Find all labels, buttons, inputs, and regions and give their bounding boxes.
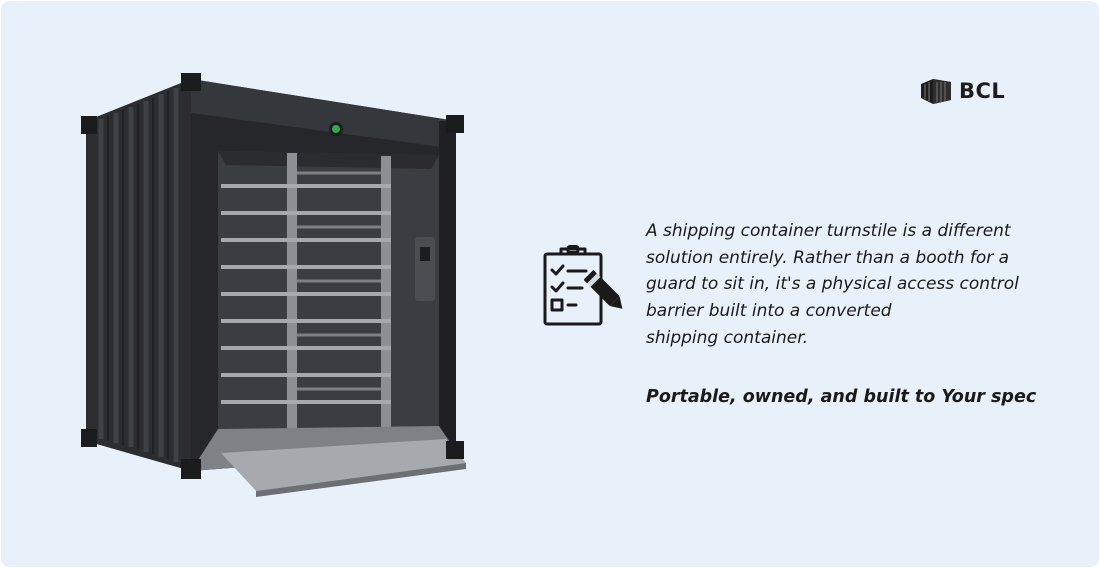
description: A shipping container turnstile is a diff… — [646, 218, 1046, 352]
clipboard-checklist-icon — [543, 245, 623, 326]
tagline: Portable, owned, and built to Your spec — [646, 387, 1037, 407]
container-turnstile-image — [81, 73, 466, 497]
shipping-container-icon — [921, 79, 951, 104]
description-line: guard to sit in, it's a physical access … — [646, 274, 1019, 295]
description-line: shipping container. — [646, 327, 809, 348]
description-line: barrier built into a converted — [646, 301, 892, 322]
description-line: A shipping container turnstile is a diff… — [646, 221, 1011, 241]
brand-name: BCL — [959, 79, 1006, 103]
brand-logo[interactable]: BCL — [919, 76, 1005, 106]
description-line: solution entirely. Rather than a booth f… — [646, 247, 1010, 268]
